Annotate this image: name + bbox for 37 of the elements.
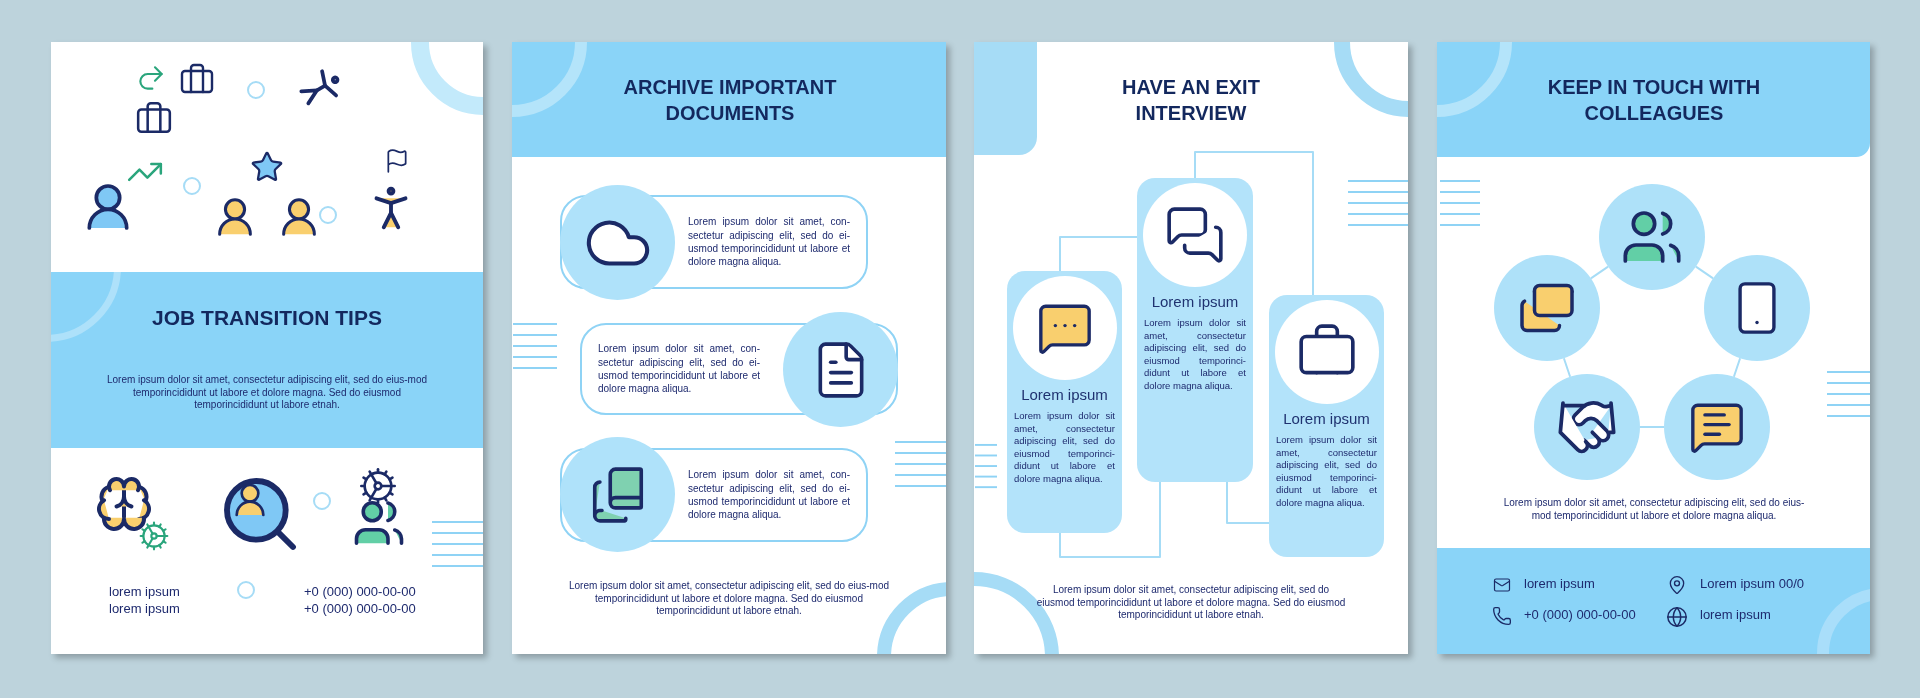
page-title: KEEP IN TOUCH WITH COLLEAGUES: [1546, 75, 1762, 126]
connector-line: [1059, 236, 1138, 272]
connector-line: [1562, 357, 1572, 378]
box-text: Lorem ipsum dolor sit amet, con-sectetur adipiscing elit, sed do ei-usmod temporincididunt ut labore et dolore magna aliqua.: [598, 342, 760, 396]
phone-number: +0 (000) 000-00-00: [304, 601, 416, 617]
card-heading: Lorem ipsum: [1151, 293, 1239, 311]
connector-line: [1589, 265, 1610, 280]
phone-number: +0 (000) 000-00-00: [304, 584, 416, 600]
card-heading: Lorem ipsum: [1283, 410, 1370, 428]
info-card: [1269, 295, 1384, 557]
connector-line: [1059, 481, 1161, 558]
contact-text: lorem ipsum: [1524, 576, 1595, 592]
paragraph: Lorem ipsum dolor sit amet, consectetur adipiscing elit, sed do eius-mod temporincididunt ut labore et dolore magna. Sed do eiusmod temporincididunt ut labore etnah.: [105, 374, 429, 412]
paragraph: Lorem ipsum dolor sit amet, consectetur adipiscing elit, sed do eius-mod temporincididunt ut labore et dolore magna aliqua.: [1502, 497, 1806, 522]
box-text: Lorem ipsum dolor sit amet, con-sectetur adipiscing elit, sed do ei-usmod temporincididunt ut labore et dolore magna aliqua.: [688, 468, 850, 522]
contact-text: lorem ipsum: [109, 584, 180, 600]
card-heading: Lorem ipsum: [1021, 386, 1108, 404]
address-text: Lorem ipsum 00/0: [1700, 576, 1805, 592]
box-text: Lorem ipsum dolor sit amet, con-sectetur adipiscing elit, sed do ei-usmod temporincididunt ut labore et dolore magna aliqua.: [688, 215, 850, 269]
page-title: HAVE AN EXIT INTERVIEW: [1121, 75, 1261, 126]
website-text: lorem ipsum: [1700, 607, 1771, 623]
card-text: Lorem ipsum dolor sit amet, consectetur adipiscing elit, sed do eiusmod temporinci-didunt ut labore et dolore magna aliqua.: [1013, 410, 1116, 486]
page-title: ARCHIVE IMPORTANT DOCUMENTS: [622, 75, 838, 126]
card-text: Lorem ipsum dolor sit amet, consectetur adipiscing elit, sed do eiusmod temporinci-didunt ut labore et dolore magna aliqua.: [1275, 434, 1378, 510]
card-text: Lorem ipsum dolor sit amet, consectetur adipiscing elit, sed do eiusmod temporinci-didunt ut labore et dolore magna aliqua.: [1143, 317, 1247, 393]
info-card: [1137, 178, 1253, 482]
paragraph: Lorem ipsum dolor sit amet, consectetur adipiscing elit, sed do eiusmod temporincididunt ut labore et dolore magna. Sed do eiusmod temporincididunt ut labore etnah.: [1036, 584, 1346, 622]
contact-text: lorem ipsum: [109, 601, 180, 617]
connector-line: [1226, 481, 1270, 524]
phone-number: +0 (000) 000-00-00: [1524, 607, 1636, 623]
connector-line: [1639, 426, 1665, 428]
info-card: [1007, 271, 1122, 533]
connector-line: [1694, 265, 1715, 280]
connector-line: [1194, 151, 1314, 296]
paragraph: Lorem ipsum dolor sit amet, consectetur adipiscing elit, sed do eius-mod temporincididunt ut labore et dolore magna. Sed do eiusmod temporincididunt ut labore etnah.: [567, 580, 891, 618]
connector-line: [1732, 357, 1742, 378]
page-title: JOB TRANSITION TIPS: [151, 305, 383, 331]
